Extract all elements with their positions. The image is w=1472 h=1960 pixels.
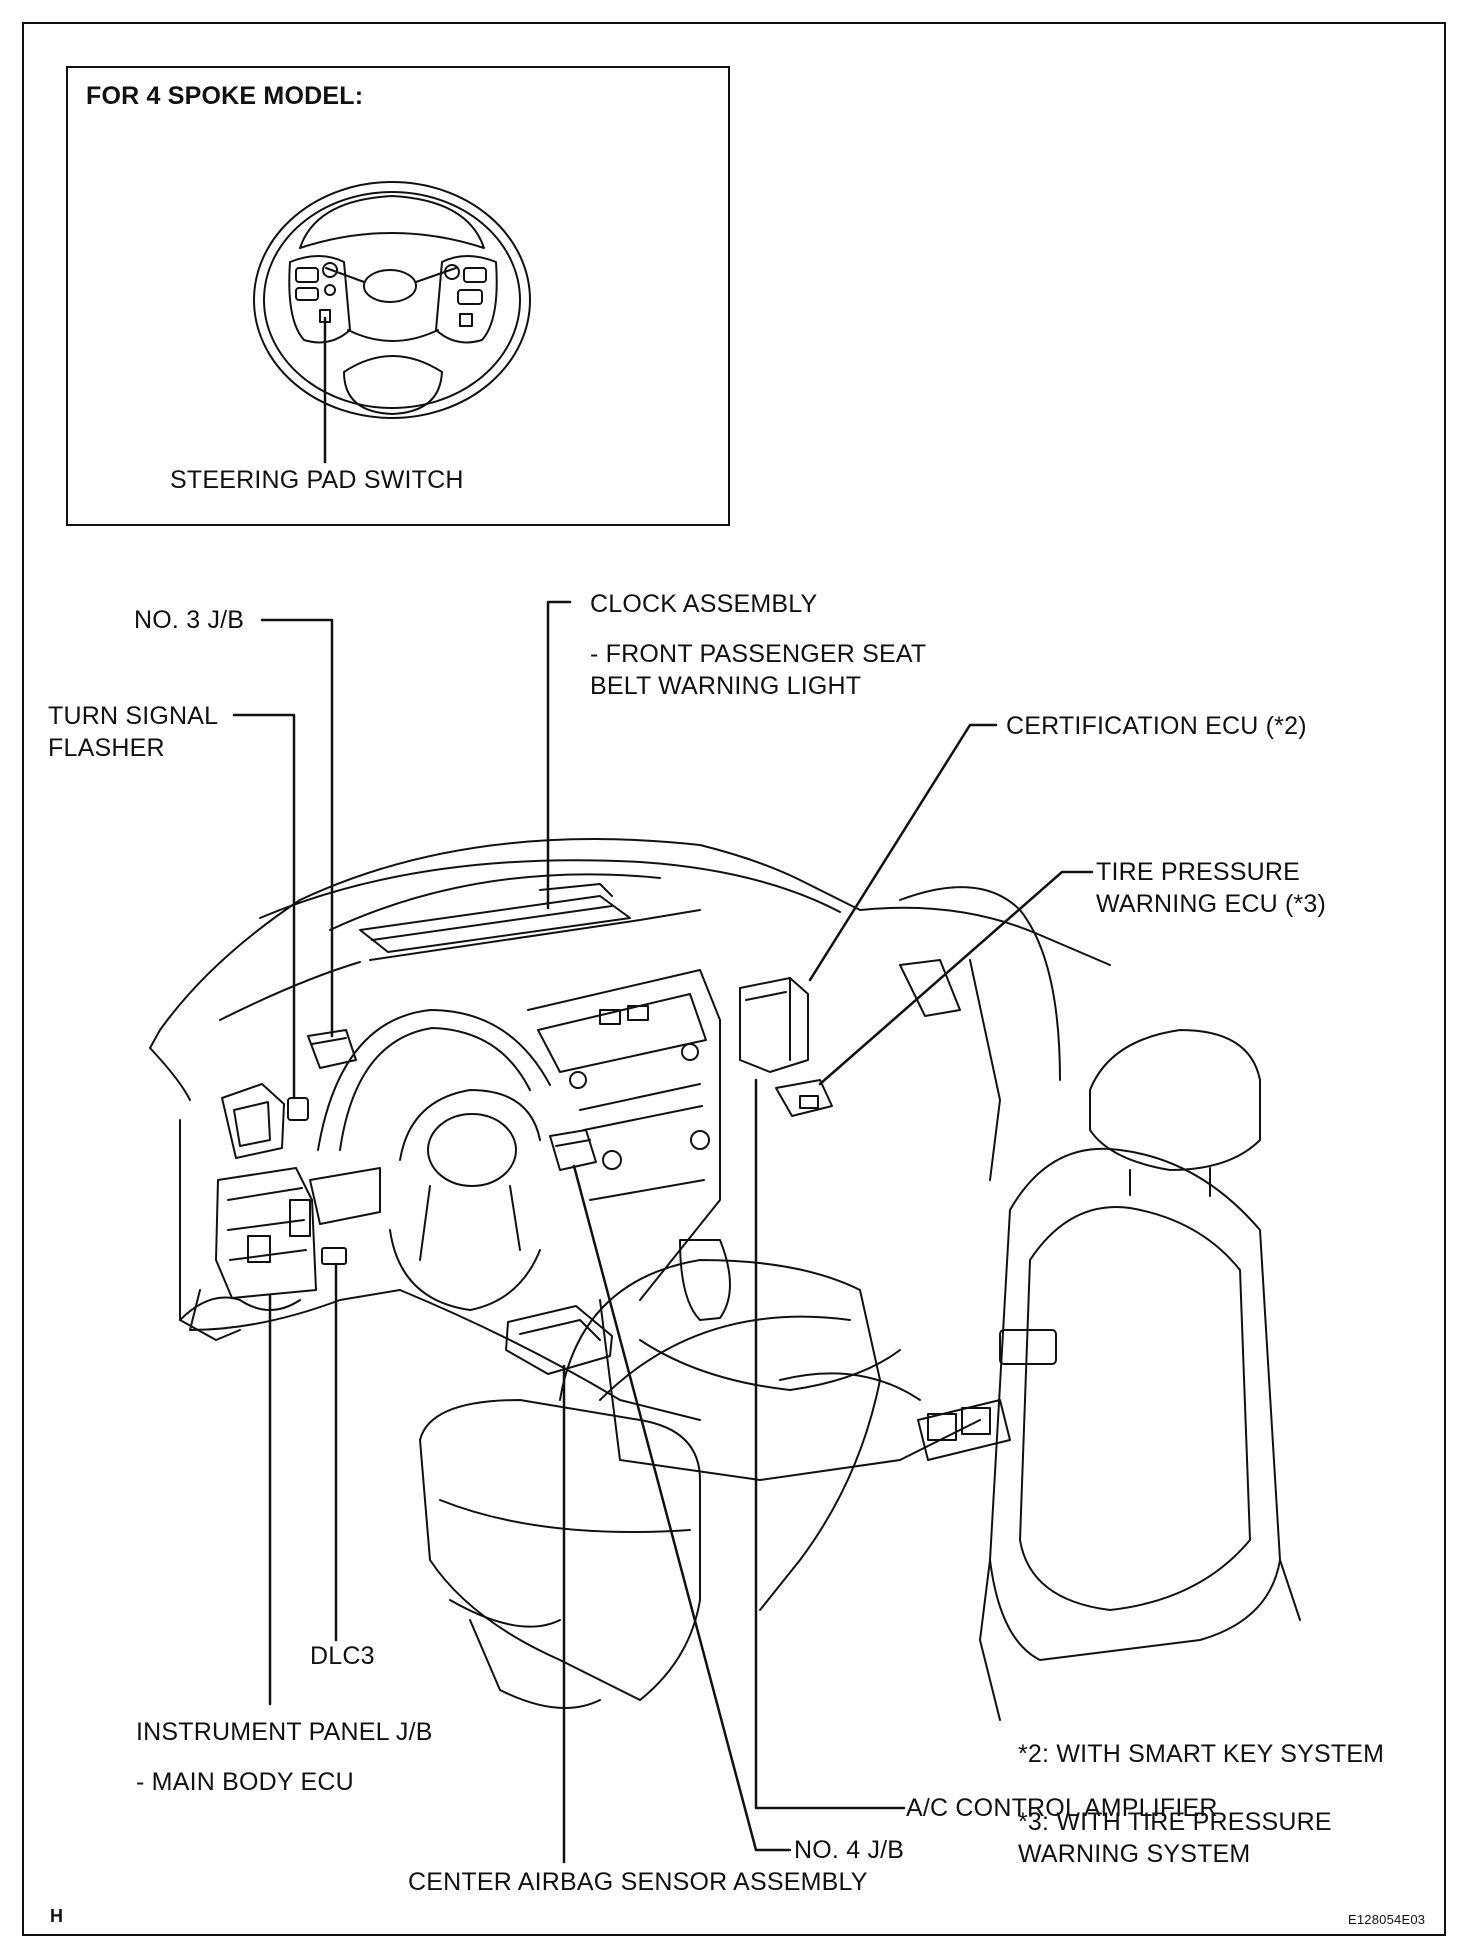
label-tire-pressure: TIRE PRESSURE (1096, 858, 1301, 886)
label-main-body-ecu: - MAIN BODY ECU (136, 1768, 354, 1796)
note-tire-pressure-2: WARNING SYSTEM (1018, 1840, 1251, 1868)
component-center-airbag-sensor (505, 1305, 613, 1375)
component-turn-signal-flasher (287, 1097, 309, 1121)
steering-wheel-inset (66, 66, 730, 526)
steering-wheel (253, 181, 531, 419)
inset-title: FOR 4 SPOKE MODEL: (86, 82, 364, 110)
leader-tire-pressure-ecu (818, 870, 1094, 1086)
label-clock-assembly: CLOCK ASSEMBLY (590, 590, 818, 618)
leader-ac-control-amplifier (754, 1078, 906, 1810)
figure-id: E128054E03 (1348, 1912, 1426, 1927)
leader-certification-ecu (808, 723, 998, 982)
label-turn-signal: TURN SIGNAL (48, 702, 219, 730)
label-ac-control-amplifier: A/C CONTROL AMPLIFIER (906, 1794, 1218, 1822)
label-steering-pad-switch: STEERING PAD SWITCH (170, 466, 464, 494)
leader-no4-jb (572, 1164, 792, 1852)
note-tire-pressure-1: *3: WITH TIRE PRESSURE (1018, 1808, 1332, 1836)
label-certification-ecu: CERTIFICATION ECU (*2) (1006, 712, 1307, 740)
component-instrument-panel-jb (215, 1167, 317, 1299)
label-no4-jb: NO. 4 J/B (794, 1836, 905, 1864)
leader-clock-assembly (546, 600, 572, 910)
component-certification-ecu (739, 977, 809, 1073)
leader-no3-jb (260, 618, 334, 1038)
leader-lines (232, 600, 1094, 1864)
label-no3-jb: NO. 3 J/B (134, 606, 245, 634)
label-flasher: FLASHER (48, 734, 165, 762)
component-no4-jb (549, 1129, 597, 1171)
leader-turn-signal-flasher (232, 713, 296, 1100)
label-warning-ecu: WARNING ECU (*3) (1096, 890, 1327, 918)
component-tire-pressure-ecu (775, 1079, 833, 1117)
component-no3-jb (307, 1029, 357, 1069)
component-dlc3 (321, 1247, 347, 1265)
note-smart-key: *2: WITH SMART KEY SYSTEM (1018, 1740, 1385, 1768)
label-dlc3: DLC3 (310, 1642, 375, 1670)
label-front-passenger-seat: - FRONT PASSENGER SEAT (590, 640, 927, 668)
diagram-frame (22, 22, 1446, 1936)
component-ac-control-amplifier (999, 1329, 1057, 1365)
page-letter: H (50, 1906, 64, 1926)
label-center-airbag-sensor: CENTER AIRBAG SENSOR ASSEMBLY (408, 1868, 868, 1896)
label-instrument-panel-jb: INSTRUMENT PANEL J/B (136, 1718, 433, 1746)
vehicle-interior-outline (149, 838, 1301, 1721)
label-belt-warning-light: BELT WARNING LIGHT (590, 672, 862, 700)
